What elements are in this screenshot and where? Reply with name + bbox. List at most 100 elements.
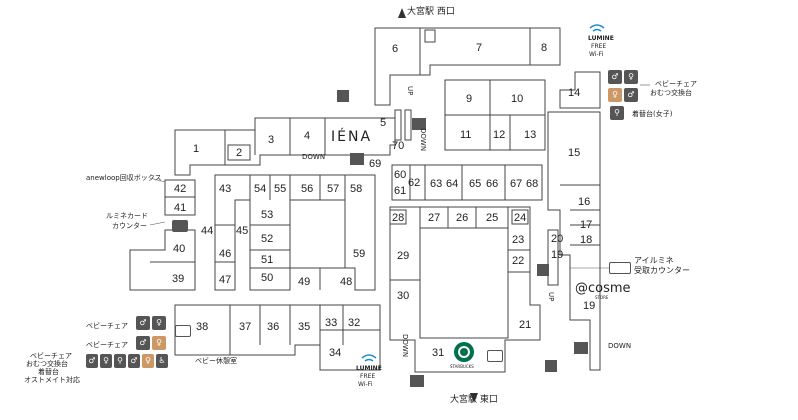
baby-chair-left-1: ベビーチェア [86, 322, 128, 330]
shop-34: 34 [329, 347, 341, 359]
escalator-icon-down-east [574, 342, 588, 354]
shop-62: 62 [408, 177, 420, 189]
shop-30: 30 [397, 290, 409, 302]
shop-7: 7 [476, 42, 482, 54]
shop-area-2[interactable] [227, 144, 251, 161]
legend-icon-4: ♂ [128, 354, 140, 368]
toilet-icon-left-1: ♀ [152, 316, 166, 330]
wifi-icon-top [589, 24, 605, 29]
shop-58: 58 [350, 183, 362, 195]
escalator-icon-bottom [410, 375, 424, 387]
left-legend-1: ベビーチェア [30, 352, 72, 360]
shop-42: 42 [174, 183, 186, 195]
exit-west-label: 大宮駅 西口 [407, 7, 455, 17]
shop-6: 6 [392, 43, 398, 55]
toilet-icon-right-1: ♂ [608, 70, 622, 84]
shop-56: 56 [301, 183, 313, 195]
baby-chair-icon-left-1: ♂ [136, 316, 150, 330]
shop-area-6-8[interactable] [374, 27, 561, 106]
starbucks-label: STARBUCKS [450, 364, 474, 369]
shop-39: 39 [172, 273, 184, 285]
wifi-free-bottom: FREE [360, 373, 376, 380]
shop-12: 12 [493, 129, 505, 141]
shop-47: 47 [219, 274, 231, 286]
shop-1: 1 [193, 143, 199, 155]
anewloop-label: anewloop回収ボックス [86, 174, 162, 182]
shop-area-46-47[interactable] [214, 224, 236, 291]
down-label-bottom: DOWN [401, 334, 409, 358]
shop-area-60-68[interactable] [391, 164, 543, 201]
shop-19: 19 [551, 249, 563, 261]
shop-11: 11 [460, 129, 471, 141]
shop-28: 28 [392, 212, 404, 224]
left-legend-2: おむつ交換台 [26, 360, 68, 368]
shop-26: 26 [456, 212, 468, 224]
brand-iena: IÉNA [331, 128, 372, 145]
brand-cosme: @cosme [575, 281, 631, 296]
shop-18: 18 [580, 234, 592, 246]
shop-area-14[interactable] [559, 71, 601, 109]
left-legend-4: オストメイト対応 [24, 376, 80, 384]
shop-50: 50 [261, 272, 273, 284]
shop-68: 68 [526, 178, 538, 190]
shop-15: 15 [568, 147, 580, 159]
shop-25: 25 [486, 212, 498, 224]
women-icon-right: ♀ [608, 88, 622, 102]
escalator-icon-bottom-right [545, 360, 557, 372]
down-label-east: DOWN [608, 342, 632, 350]
shop-61: 61 [394, 185, 406, 197]
shop-2: 2 [236, 147, 242, 159]
coffee-icon [487, 350, 503, 362]
shop-48: 48 [340, 276, 352, 288]
shop-area-39-40[interactable] [129, 229, 196, 291]
shop-13: 13 [524, 129, 536, 141]
lumine-card-label: ルミネカード [106, 212, 148, 220]
shop-numbers: 1 2 3 4 5 6 7 8 9 10 11 12 13 14 15 16 1… [172, 42, 595, 359]
escalator-icon-top-left [337, 90, 349, 102]
shop-40: 40 [173, 243, 185, 255]
shop-29: 29 [397, 250, 409, 262]
shop-70: 70 [392, 140, 404, 152]
baby-rest-label: ベビー休憩室 [195, 357, 237, 365]
brand-cosme-sub: STORE [595, 295, 609, 300]
shop-52: 52 [261, 233, 273, 245]
shop-24: 24 [514, 212, 526, 224]
down-label-center: DOWN [419, 128, 427, 152]
escalator-east [547, 229, 559, 286]
wifi-icon-bottom [361, 354, 377, 359]
shop-69: 69 [369, 158, 381, 170]
shop-area-28[interactable] [389, 209, 407, 225]
escalator-icon-east [537, 264, 549, 276]
legend-icon-3: ⚲ [114, 354, 126, 368]
toilet-icon-left-2: ♀ [152, 336, 166, 350]
shop-area-24[interactable] [511, 209, 529, 225]
shop-41: 41 [174, 202, 186, 214]
lumine-card-label-2: カウンター [112, 222, 147, 230]
shop-59: 59 [353, 248, 365, 260]
shop-3: 3 [268, 134, 274, 146]
shop-5: 5 [380, 117, 386, 129]
baby-chair-right: ベビーチェア [655, 80, 697, 88]
wifi-wifi-top: Wi-Fi [589, 51, 604, 58]
shop-53: 53 [261, 209, 273, 221]
up-label-west: UP [406, 86, 414, 96]
shop-20: 20 [551, 233, 563, 245]
shop-19b: 19 [583, 300, 595, 312]
shop-63: 63 [430, 178, 442, 190]
shop-area-15-21[interactable] [547, 111, 601, 371]
escalator-down-west [404, 109, 412, 141]
shop-22: 22 [512, 255, 524, 267]
void-center-left [289, 199, 346, 269]
shop-36: 36 [267, 321, 279, 333]
shop-60: 60 [394, 169, 406, 181]
shop-21: 21 [519, 319, 531, 331]
wifi-free-top: FREE [591, 43, 607, 50]
elevator-top [424, 29, 436, 43]
shop-67: 67 [510, 178, 522, 190]
shop-14: 14 [568, 87, 580, 99]
escalator-icon-up [412, 118, 426, 130]
shop-8: 8 [541, 42, 547, 54]
shop-area-1[interactable] [174, 117, 396, 176]
shop-31: 31 [432, 347, 444, 359]
